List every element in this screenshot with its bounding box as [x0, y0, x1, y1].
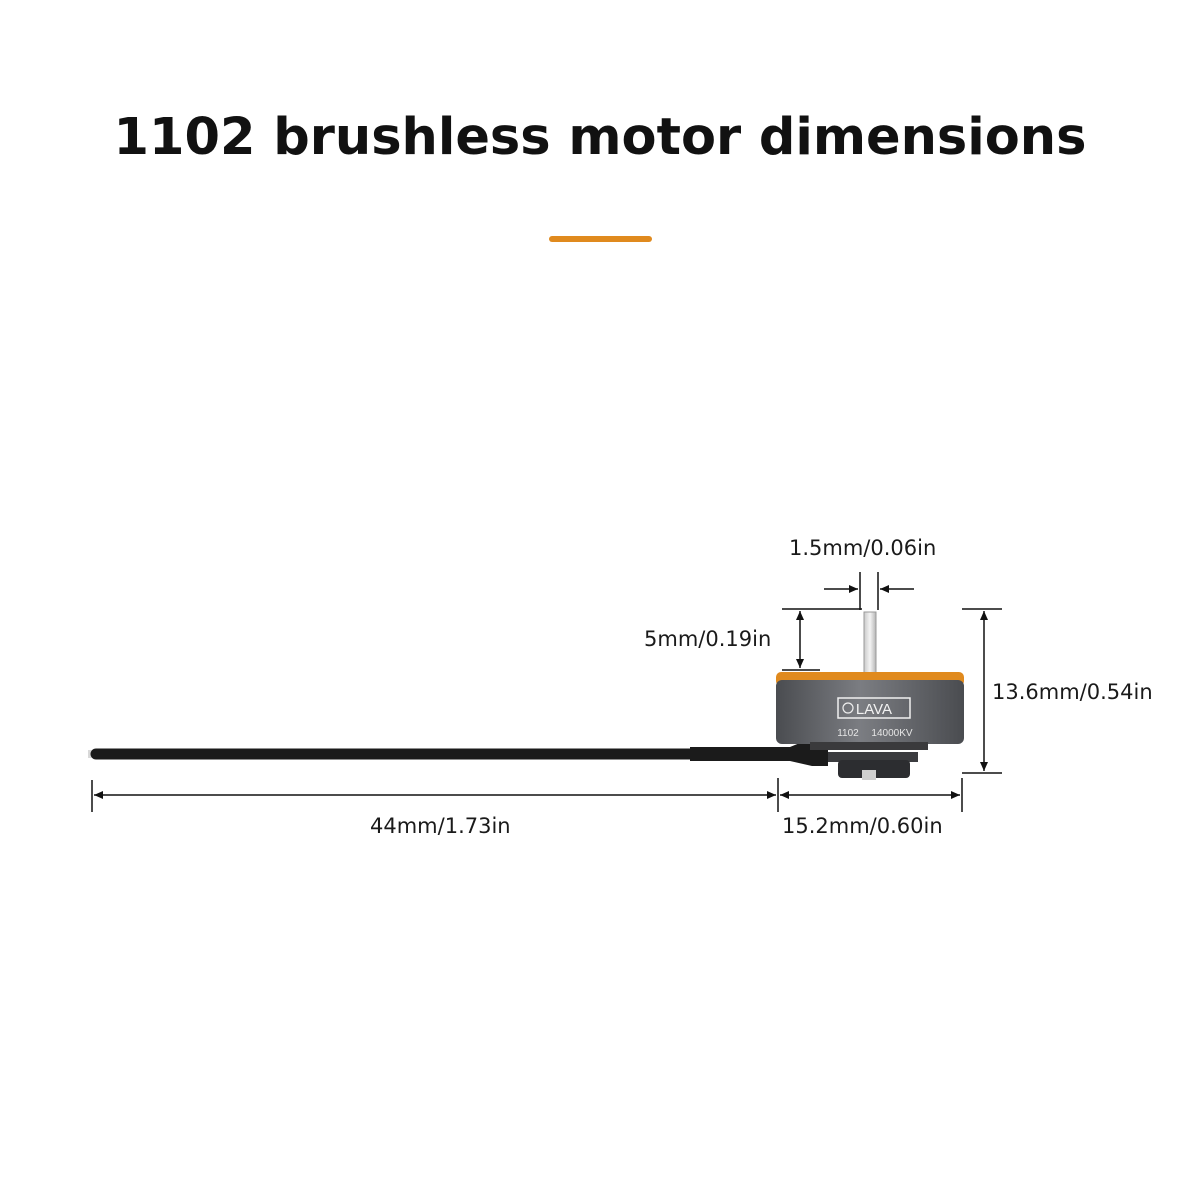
motor-wire [88, 738, 828, 766]
shaft-height-label: 5mm/0.19in [644, 627, 772, 651]
wire-length-label: 44mm/1.73in [370, 814, 511, 838]
motor-shaft [863, 611, 877, 681]
motor-width-label: 15.2mm/0.60in [782, 814, 943, 838]
motor-model-label: 1102 [837, 728, 859, 739]
motor-bell [776, 680, 964, 744]
dimension-lines [91, 572, 1002, 812]
motor-kv-label: 14000KV [871, 728, 912, 739]
motor-brand-label: LAVA [856, 701, 892, 718]
page-title: 1102 brushless motor dimensions [113, 108, 1087, 167]
motor-body [776, 611, 964, 780]
shaft-diameter-label: 1.5mm/0.06in [789, 536, 937, 560]
motor-base [838, 760, 910, 778]
title-accent-bar [549, 236, 652, 242]
total-height-label: 13.6mm/0.54in [992, 680, 1153, 704]
